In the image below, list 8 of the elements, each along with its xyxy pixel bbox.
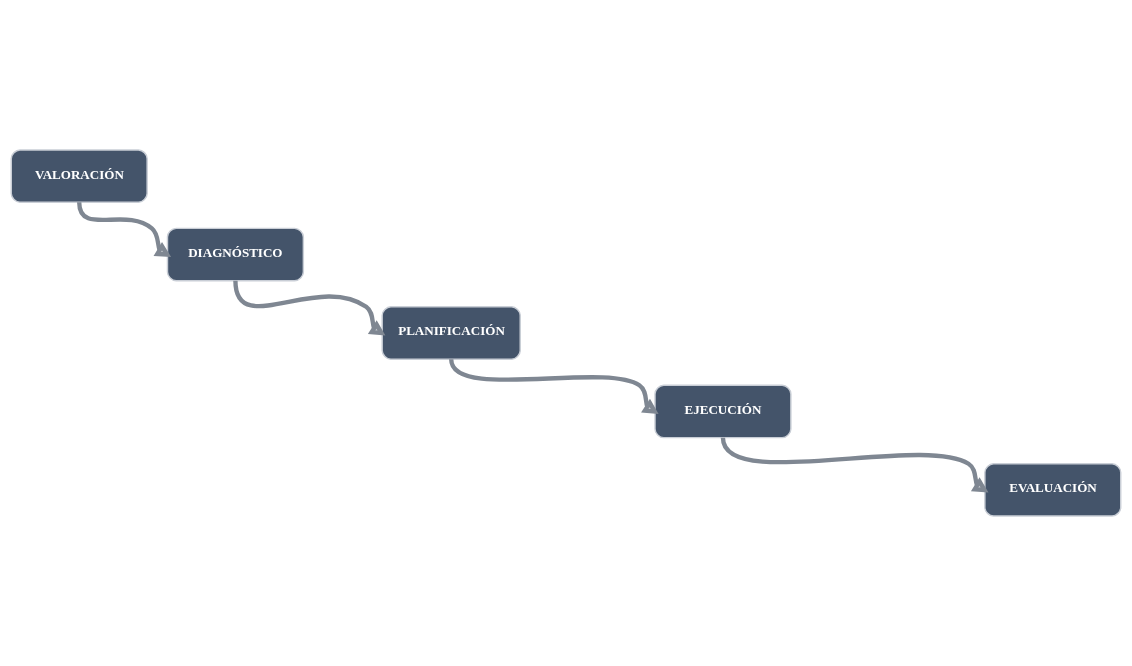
node-box: EJECUCIÓN [654, 384, 792, 439]
node-box: VALORACIÓN [10, 149, 148, 203]
node-box: DIAGNÓSTICO [166, 227, 305, 282]
arrow [720, 436, 989, 493]
node-box: PLANIFICACIÓN [381, 306, 521, 360]
node-box: EVALUACIÓN [984, 463, 1122, 517]
arrow [233, 280, 386, 336]
arrow [449, 358, 659, 415]
